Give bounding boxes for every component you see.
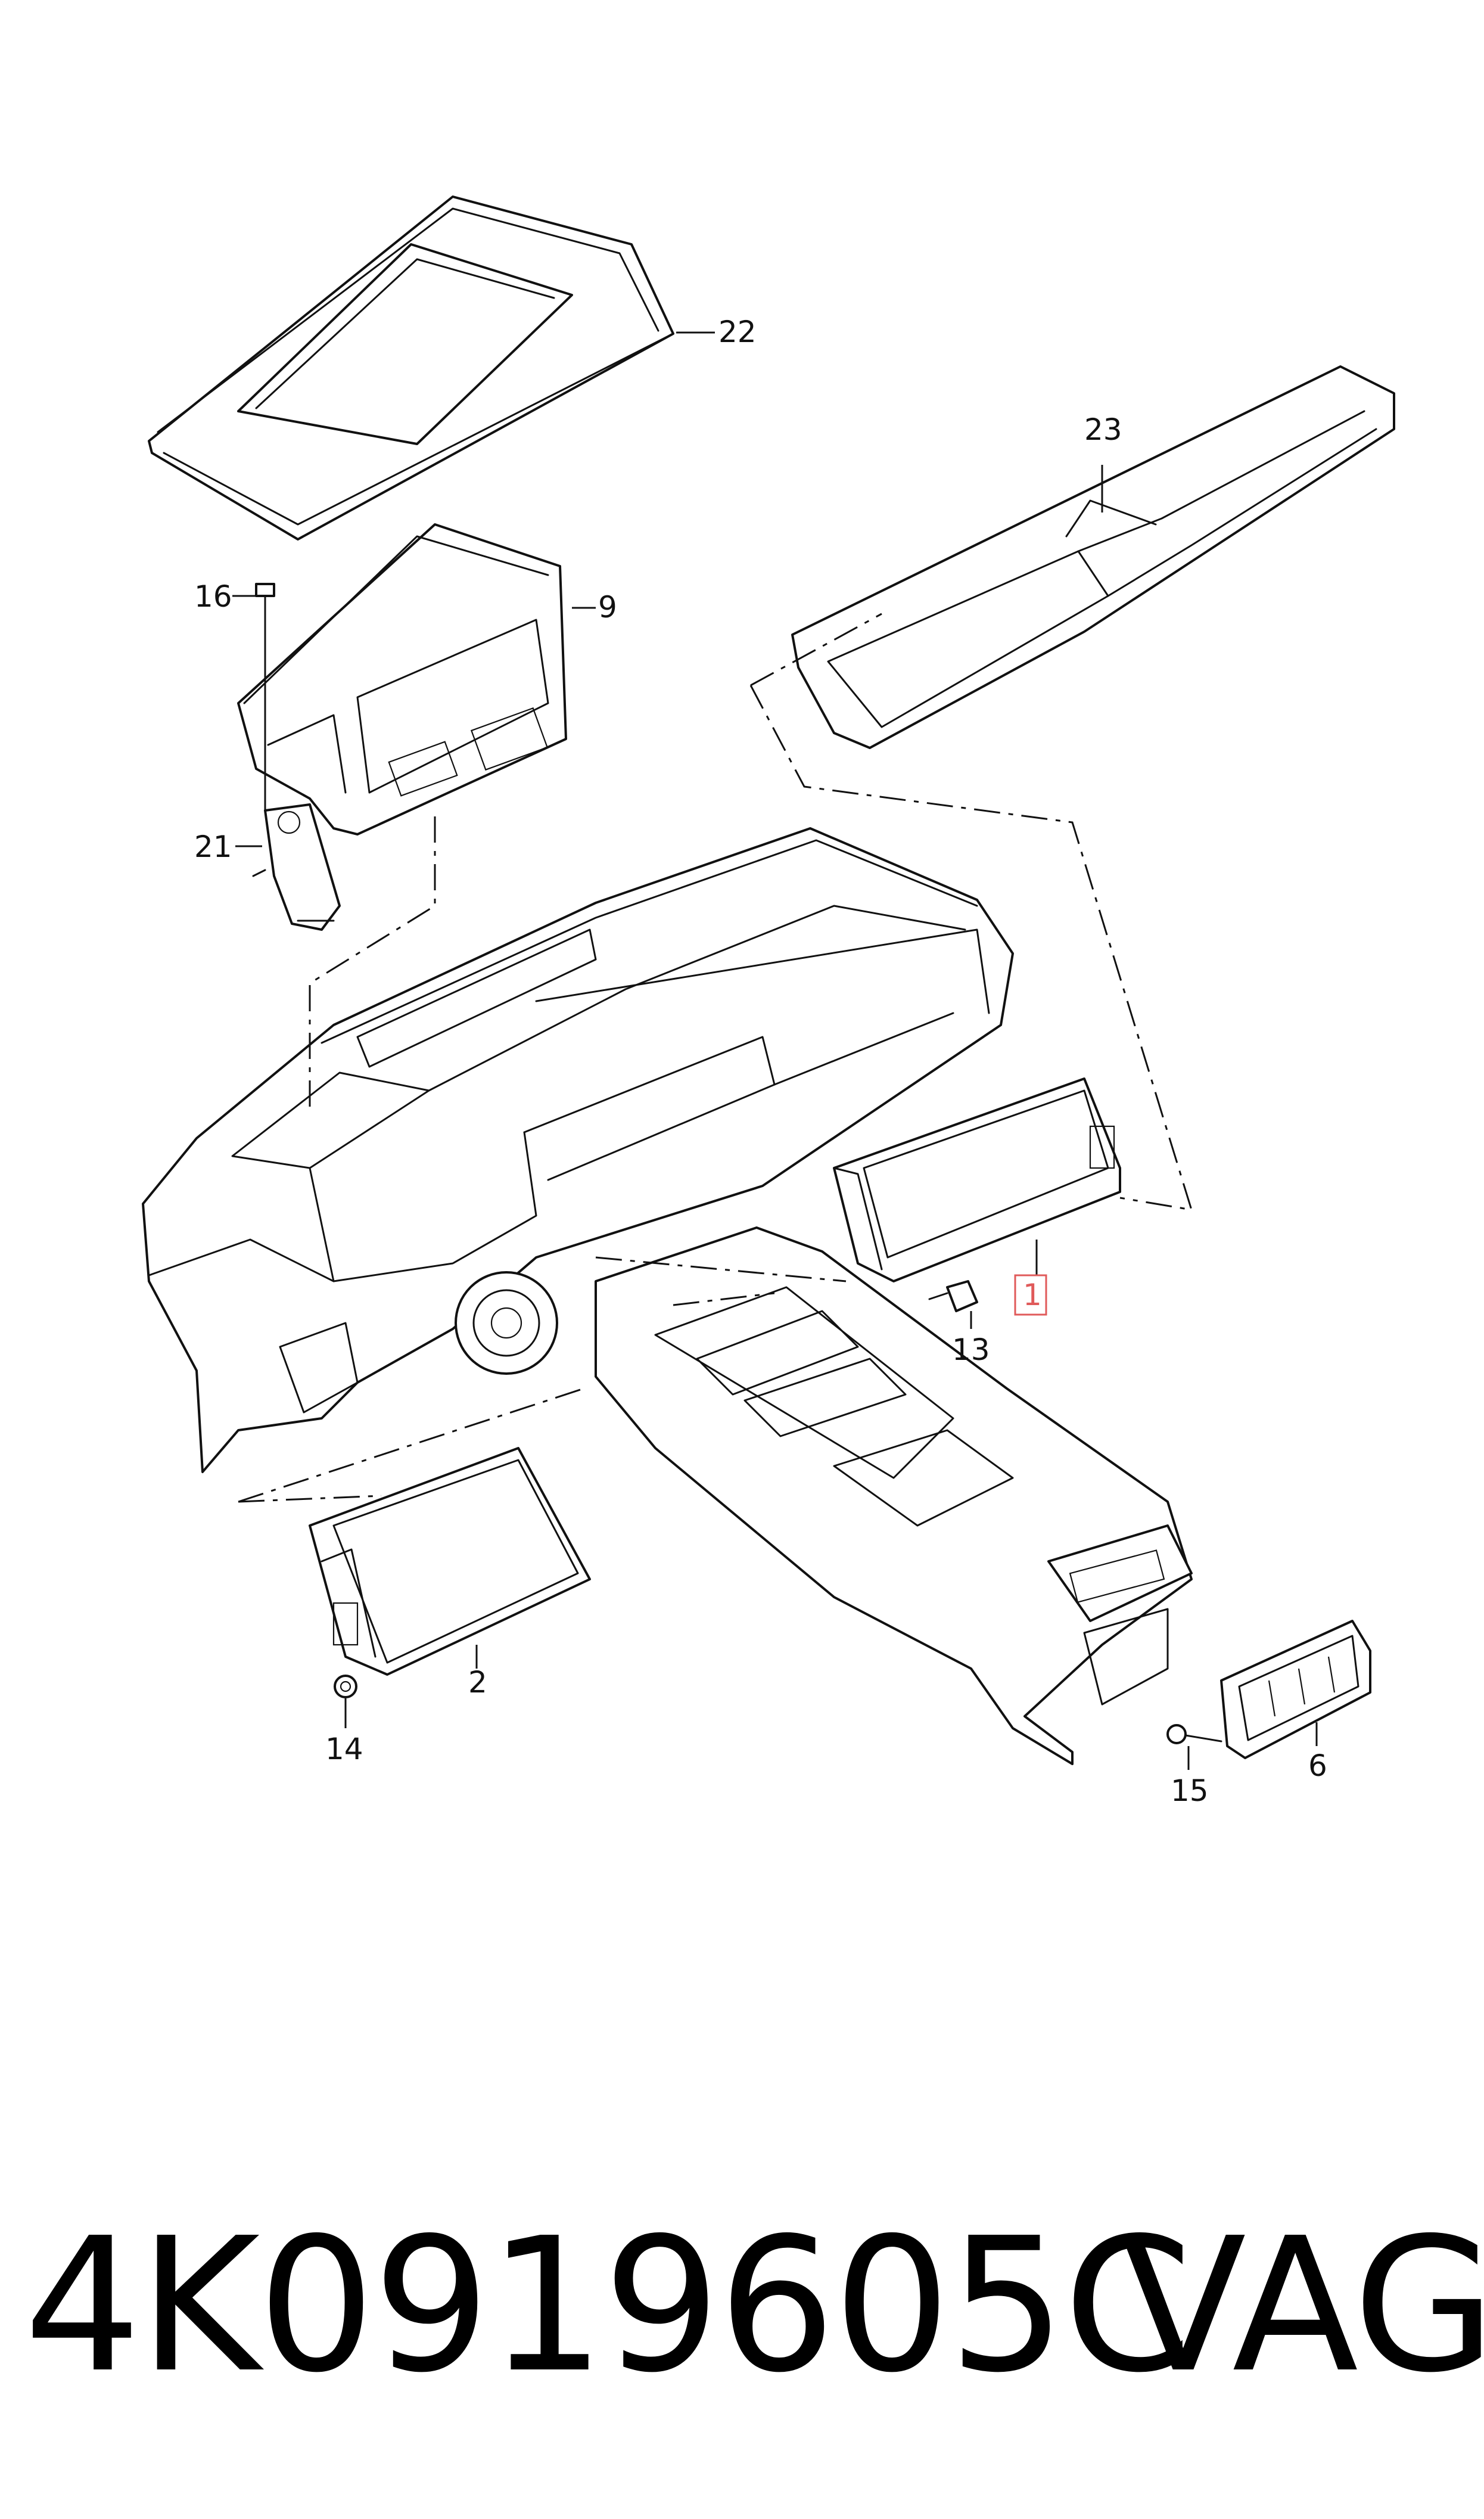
part-15-screw xyxy=(1166,1724,1222,1770)
part-9-display-module xyxy=(237,523,596,835)
part-6-climate-panel xyxy=(1220,1620,1371,1759)
callout-15: 15 xyxy=(1171,1773,1209,1808)
center-console xyxy=(595,1226,1193,1765)
part-2-lower-display xyxy=(309,1447,591,1676)
callout-9: 9 xyxy=(598,590,617,625)
part-13-screw xyxy=(928,1280,978,1329)
callout-1: 1 xyxy=(1023,1278,1042,1312)
part-number-label: 4K0919605C xyxy=(24,2198,1193,2414)
highlight-box-1 xyxy=(1014,1274,1047,1316)
callout-16: 16 xyxy=(194,579,232,614)
part-21-bracket xyxy=(235,803,341,931)
callout-13: 13 xyxy=(952,1333,990,1367)
brand-label: VAG xyxy=(1120,2198,1484,2414)
part-14-clip xyxy=(334,1675,357,1728)
callout-22: 22 xyxy=(718,315,757,349)
callout-14: 14 xyxy=(325,1732,363,1766)
callout-6: 6 xyxy=(1308,1748,1327,1783)
part-22-display-cover xyxy=(148,195,715,541)
part-16-screw xyxy=(232,583,275,812)
callout-23: 23 xyxy=(1084,412,1122,447)
part-23-console-trim xyxy=(791,365,1395,749)
callout-labels: 1 2 6 9 13 14 15 16 21 22 23 xyxy=(194,315,1327,1808)
callout-2: 2 xyxy=(468,1665,487,1700)
assembly-guide-lines xyxy=(238,613,1193,1503)
part-1-display-unit xyxy=(833,1077,1121,1316)
callout-21: 21 xyxy=(194,830,232,864)
dashboard-assembly xyxy=(142,827,1014,1473)
